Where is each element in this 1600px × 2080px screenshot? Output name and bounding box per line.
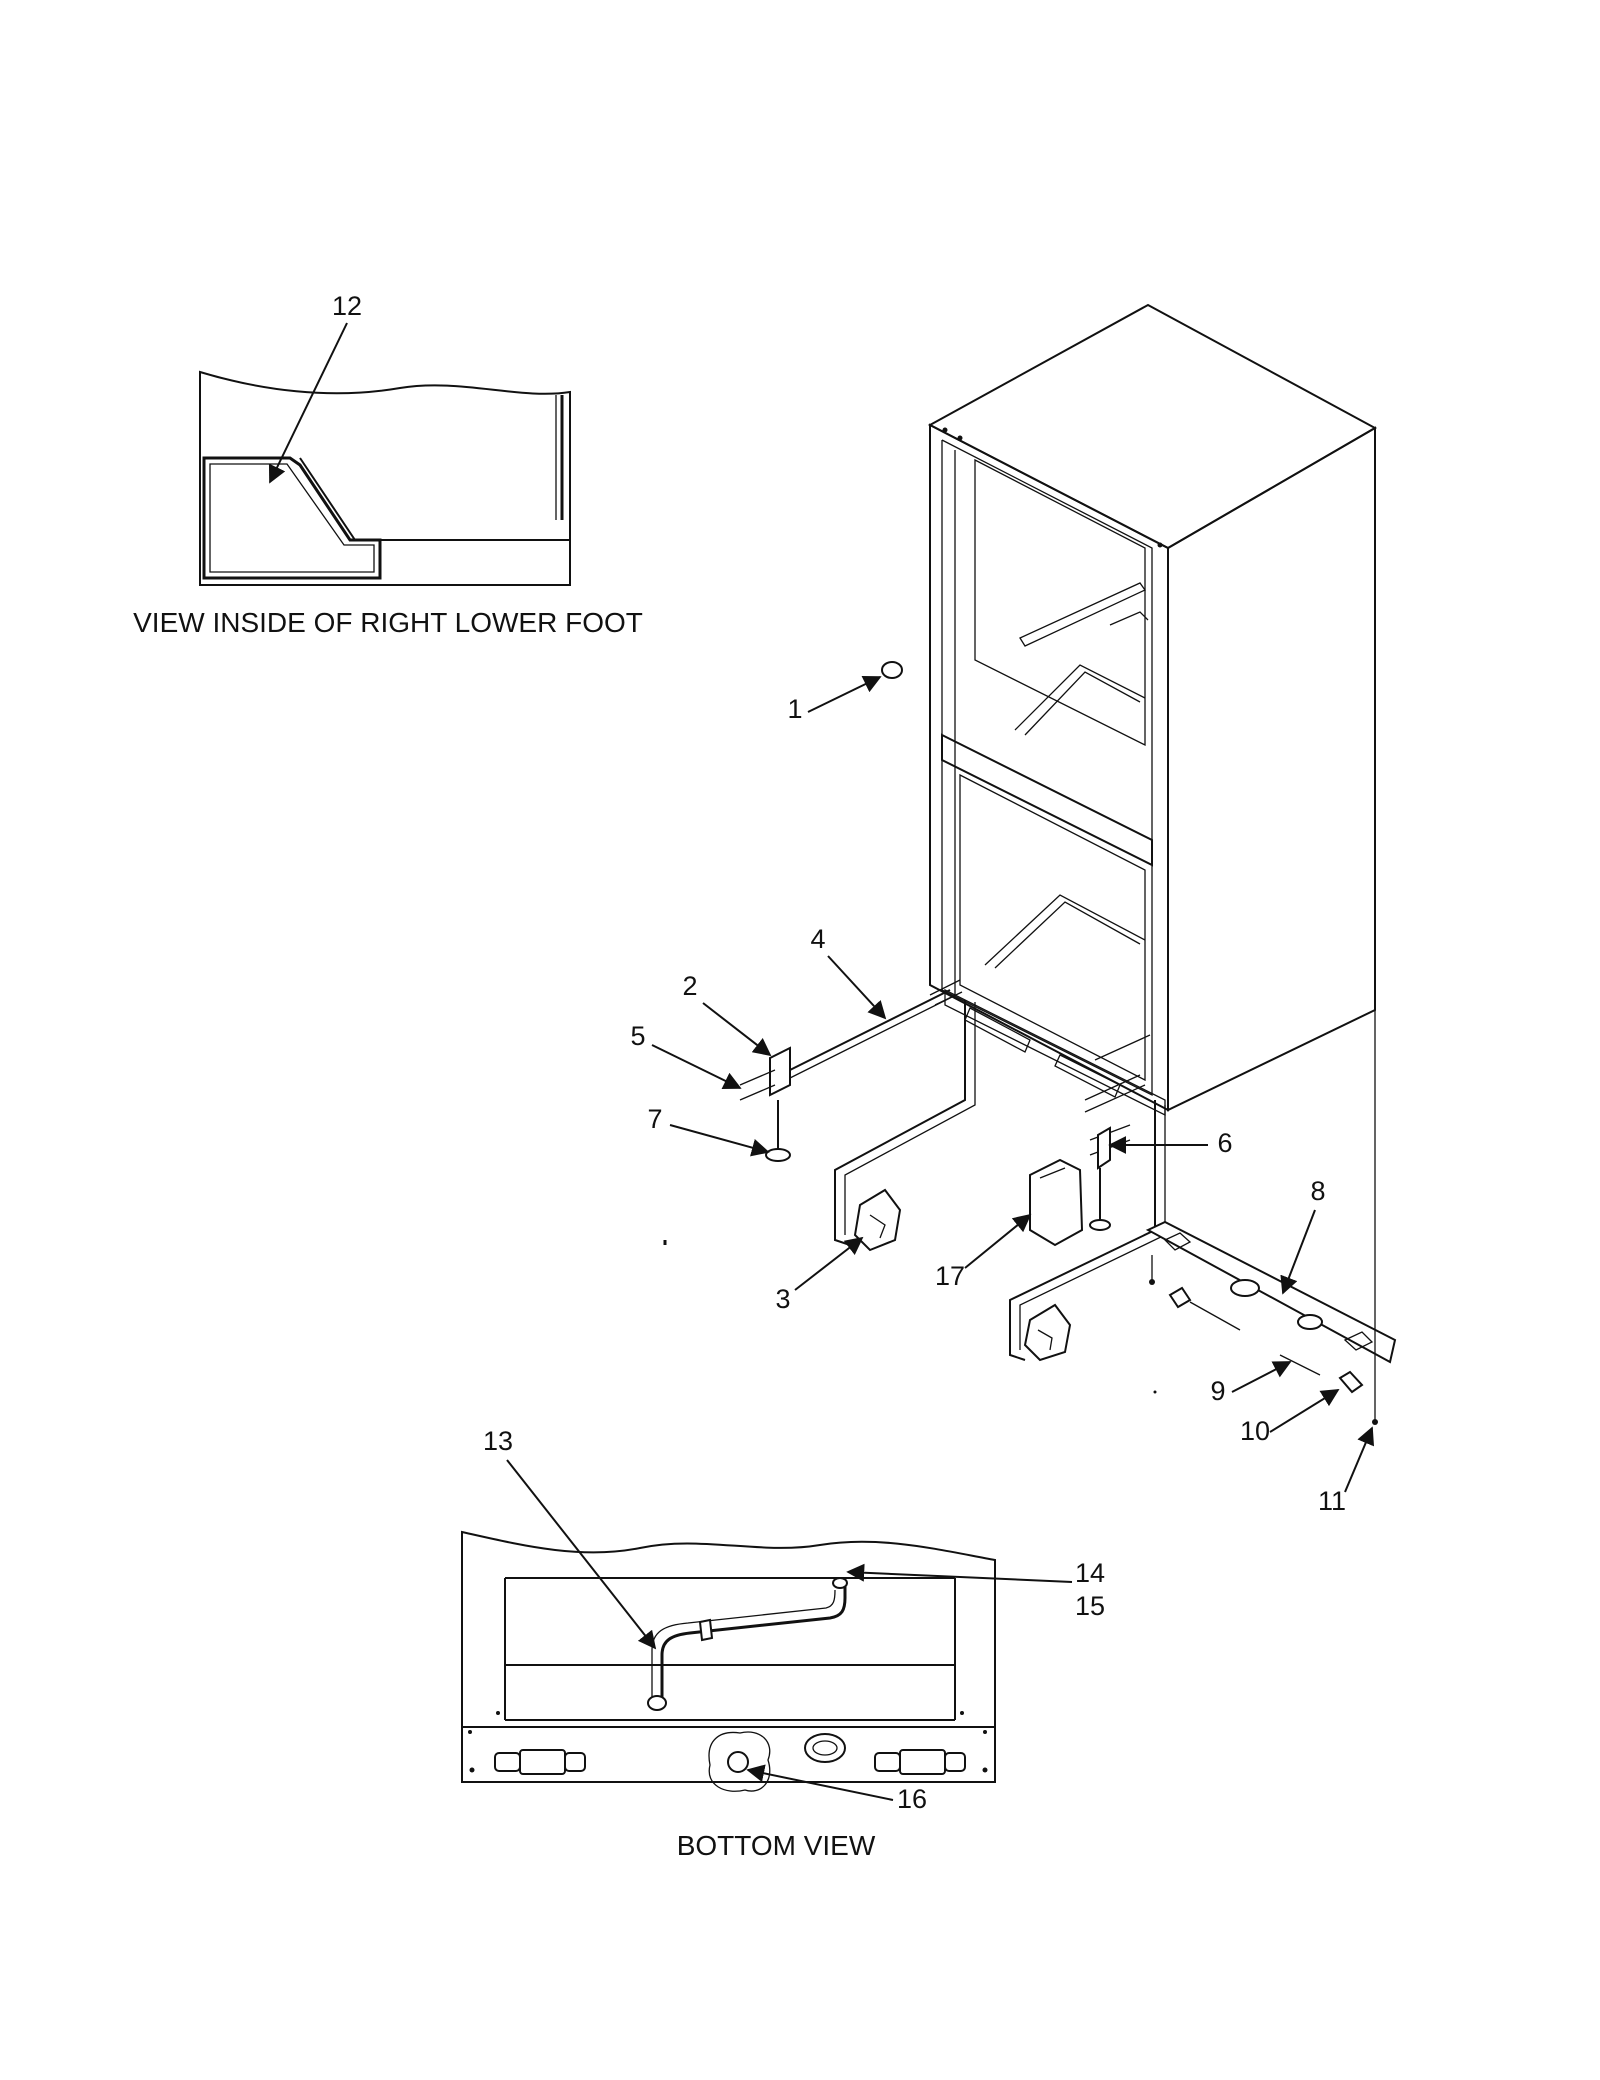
callout-4: 4 (810, 924, 825, 954)
callout-6: 6 (1217, 1128, 1232, 1158)
callout-13: 13 (483, 1426, 513, 1456)
right-leg-assembly (1009, 1034, 1166, 1362)
callout-10: 10 (1240, 1416, 1270, 1446)
foot-view-caption: VIEW INSIDE OF RIGHT LOWER FOOT (133, 607, 643, 638)
refrigerator-cabinet (927, 303, 1378, 1117)
plug-button-part (881, 661, 903, 679)
hinge-bracket-part (769, 1046, 791, 1097)
callout-5: 5 (630, 1021, 645, 1051)
right-roller-part (899, 1749, 946, 1775)
foot-view-inset: 12 VIEW INSIDE OF RIGHT LOWER FOOT (133, 291, 643, 638)
callout-3: 3 (775, 1284, 790, 1314)
left-roller-part (519, 1749, 566, 1775)
drain-opening-part (727, 1751, 749, 1773)
callout-8: 8 (1310, 1176, 1325, 1206)
toe-plate-assembly (1145, 1010, 1397, 1425)
callout-17: 17 (935, 1261, 965, 1291)
callout-9: 9 (1210, 1376, 1225, 1406)
bottom-view-inset: 13 14 15 16 BOTTOM VIEW (461, 1240, 1105, 1861)
callout-16: 16 (897, 1784, 927, 1814)
hinge-cover-part (1029, 1158, 1084, 1247)
callout-14: 14 (1075, 1558, 1105, 1588)
callout-7: 7 (647, 1104, 662, 1134)
roller-part (1338, 1370, 1364, 1394)
main-callouts: 1 2 3 4 5 6 7 8 9 10 11 17 (630, 675, 1374, 1516)
callout-11: 11 (1318, 1486, 1346, 1516)
callout-15: 15 (1075, 1591, 1105, 1621)
callout-2: 2 (682, 971, 697, 1001)
bottom-view-caption: BOTTOM VIEW (677, 1830, 876, 1861)
callout-12: 12 (332, 291, 362, 321)
callout-1: 1 (787, 694, 802, 724)
left-leg-assembly (739, 661, 976, 1252)
